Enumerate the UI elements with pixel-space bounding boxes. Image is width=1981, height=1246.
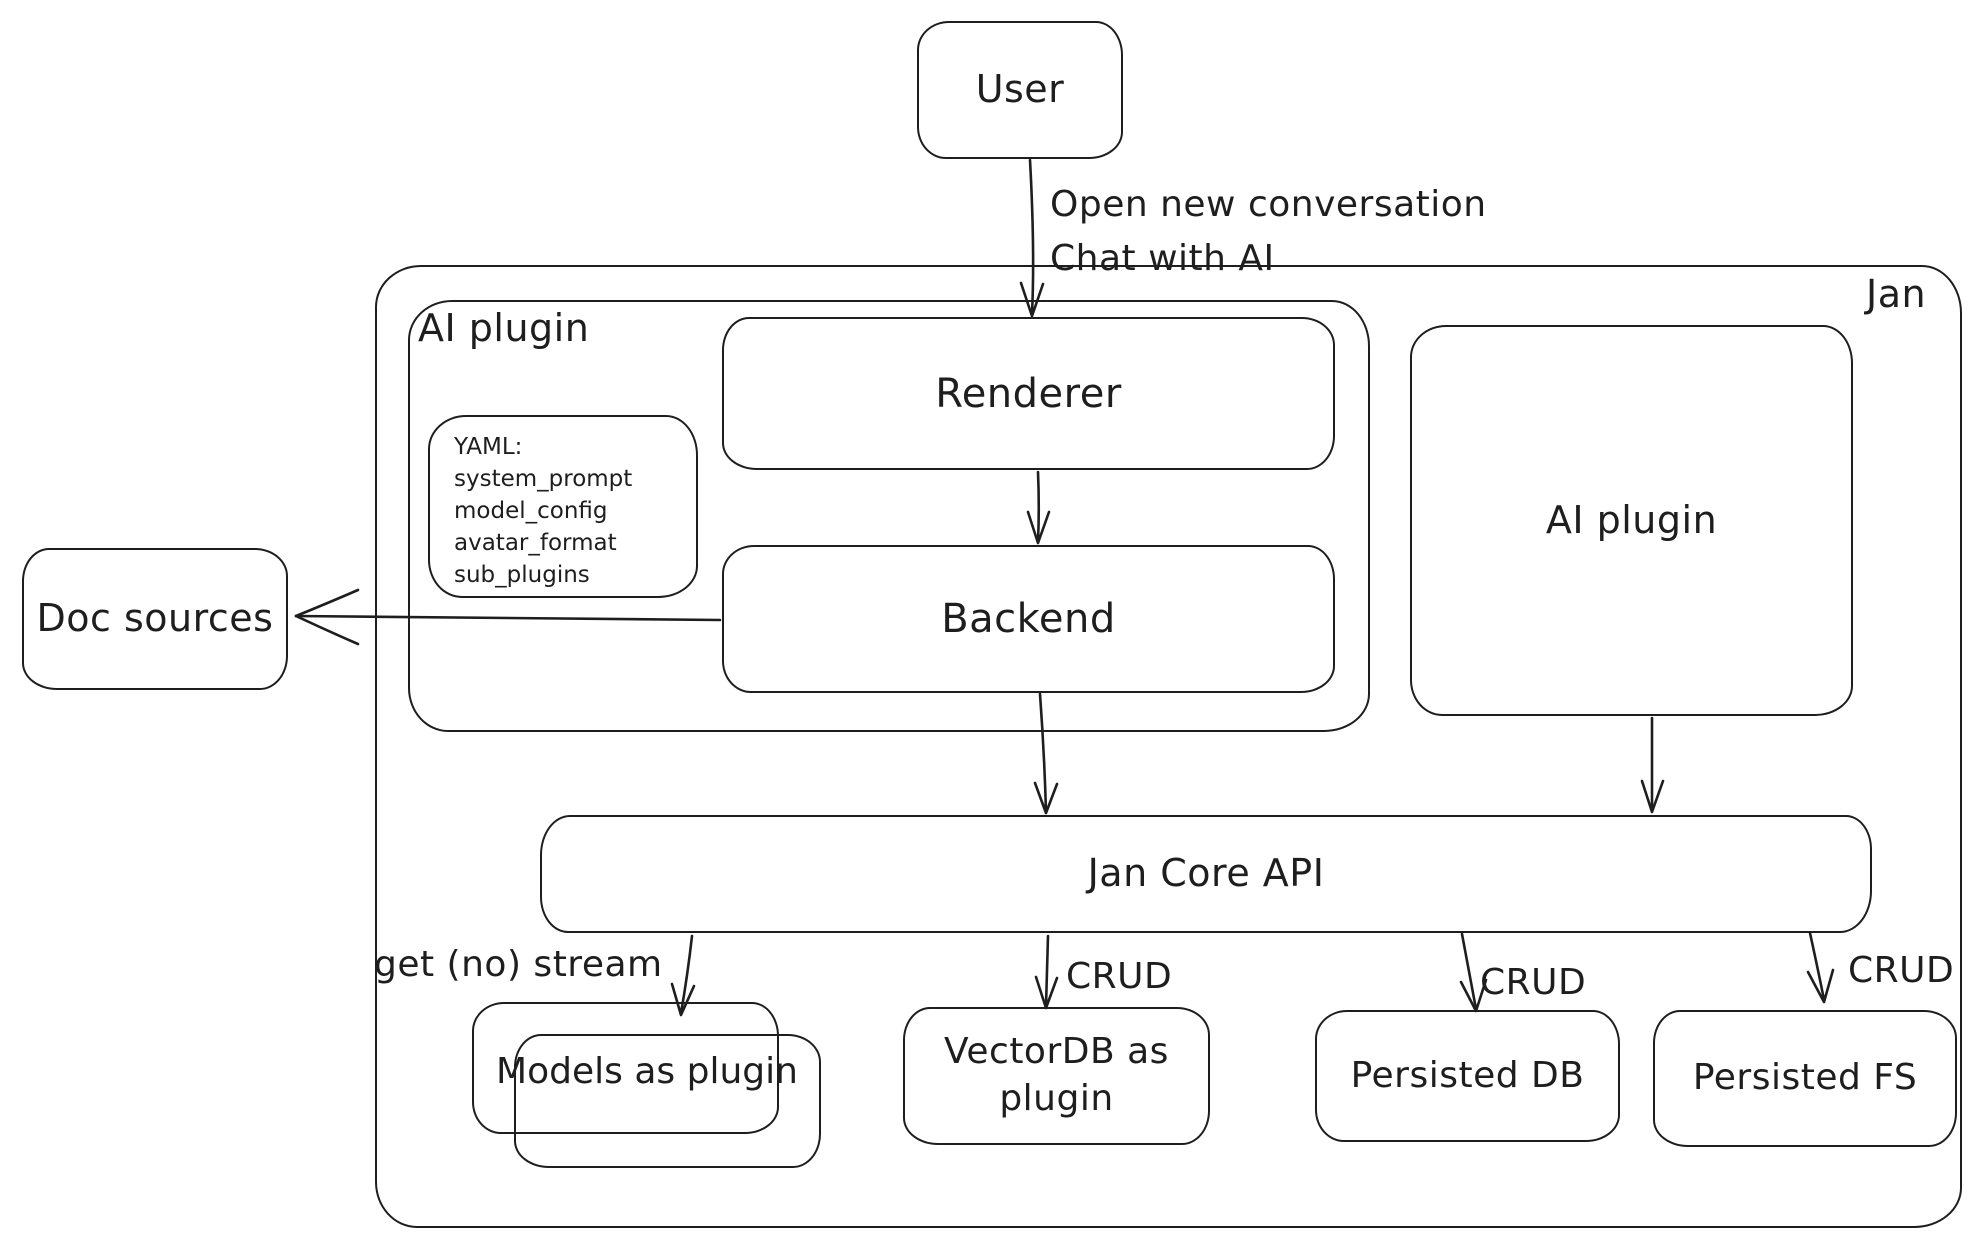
node-backend-label: Backend [941,596,1116,642]
jan-container [375,265,1962,1228]
ai-plugin-container [408,300,1370,732]
yaml-note: YAML: system_prompt model_config avatar_… [428,415,698,598]
edge-label-line: Chat with AI [1050,238,1275,279]
edge-label-line: Open new conversation [1050,184,1487,225]
jan-container-label: Jan [1866,272,1927,316]
yaml-note-line: model_config [454,498,608,524]
yaml-note-line: avatar_format [454,530,617,556]
node-persisted-fs: Persisted FS [1653,1010,1957,1147]
yaml-note-line: YAML: [454,434,523,460]
node-persisted-db-label: Persisted DB [1350,1054,1585,1096]
node-doc-sources-label: Doc sources [36,596,274,641]
node-persisted-db: Persisted DB [1315,1010,1620,1142]
node-models-as-plugin [514,1034,821,1168]
node-persisted-fs-label: Persisted FS [1692,1057,1918,1099]
node-ai-plugin-label: AI plugin [1545,497,1718,542]
node-backend: Backend [722,545,1335,693]
edge-label-crud-persisted-fs: CRUD [1848,950,1955,991]
edge-label-crud-persisted-db: CRUD [1480,962,1587,1003]
node-ai-plugin: AI plugin [1410,325,1853,716]
ai-plugin-container-label: AI plugin [418,306,590,350]
node-vectordb-as-plugin-label: VectorDB as plugin [944,1031,1169,1119]
node-models-as-plugin-label: Models as plugin [496,1051,798,1092]
node-jan-core-api-label: Jan Core API [1087,851,1325,896]
edge-label-crud-vectordb: CRUD [1066,956,1173,997]
node-jan-core-api: Jan Core API [540,815,1872,933]
edge-label-get-no-stream: get (no) stream [374,944,663,985]
node-doc-sources: Doc sources [22,548,288,690]
node-user-label: User [975,67,1065,112]
node-user: User [917,21,1123,159]
node-models-as-plugin-back [472,1002,779,1134]
edge-label-user-to-renderer: Open new conversation Chat with AI [1050,178,1487,286]
node-renderer-label: Renderer [935,370,1122,417]
yaml-note-line: system_prompt [454,466,633,492]
node-renderer: Renderer [722,317,1335,470]
node-vectordb-as-plugin: VectorDB as plugin [903,1007,1210,1145]
yaml-note-line: sub_plugins [454,562,590,588]
